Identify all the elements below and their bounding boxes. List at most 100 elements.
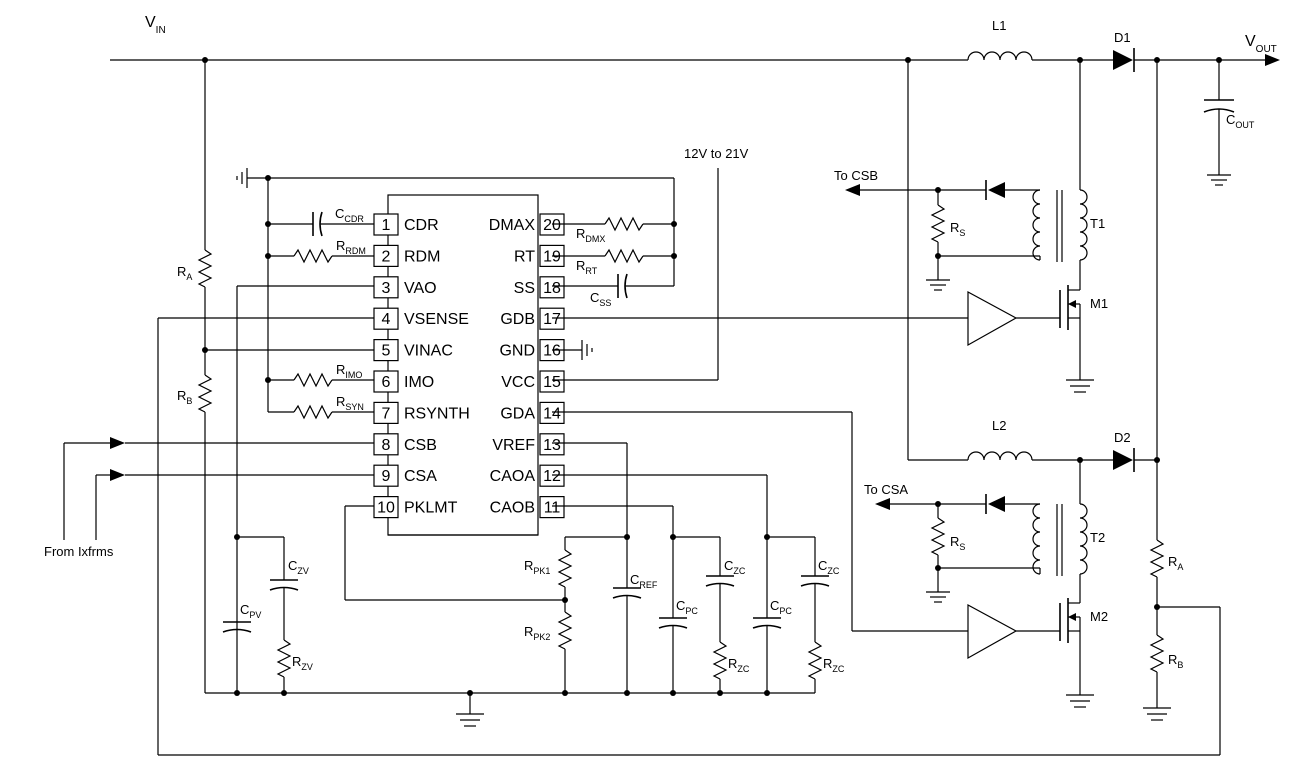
resistor-ra-left: RA xyxy=(177,249,213,375)
svg-text:GDA: GDA xyxy=(500,405,535,422)
svg-text:VCC: VCC xyxy=(501,374,535,391)
capacitor-ccdr: CCDR xyxy=(268,206,374,237)
diode-t1-rect xyxy=(985,180,1005,200)
ground-pin16 xyxy=(552,340,593,360)
svg-text:PKLMT: PKLMT xyxy=(404,500,458,517)
svg-text:CPV: CPV xyxy=(240,602,261,620)
vout-label: VOUT xyxy=(1245,33,1277,55)
svg-text:RT: RT xyxy=(514,248,535,265)
from-ixfrms-label: From Ixfrms xyxy=(44,544,114,559)
svg-text:VREF: VREF xyxy=(492,437,535,454)
svg-text:VSENSE: VSENSE xyxy=(404,311,469,328)
svg-text:CREF: CREF xyxy=(630,572,658,590)
svg-text:RA: RA xyxy=(177,264,192,282)
vin-label: VIN xyxy=(145,14,166,36)
transformer-t1: T1 xyxy=(1032,189,1105,262)
capacitor-cpv: CPV xyxy=(222,602,261,633)
ic-pin-pklmt: 10 PKLMT xyxy=(373,496,458,519)
svg-text:RSYNTH: RSYNTH xyxy=(404,405,470,422)
svg-text:RRDM: RRDM xyxy=(336,238,366,256)
ic-pin-vsense: 4 VSENSE xyxy=(373,307,469,330)
svg-text:SS: SS xyxy=(514,280,535,297)
svg-text:6: 6 xyxy=(382,374,391,391)
ground-top-left xyxy=(236,168,248,188)
supply-label: 12V to 21V xyxy=(684,146,749,161)
mosfet-m2: M2 xyxy=(1059,598,1108,708)
resistor-rb-right: RB xyxy=(1143,634,1183,721)
ic-pin-gda: 14 GDA xyxy=(500,401,565,424)
svg-text:2: 2 xyxy=(382,248,391,265)
capacitor-cpc2: CPC xyxy=(752,598,792,693)
svg-text:RB: RB xyxy=(177,388,192,406)
ic-pin-vcc: 15 VCC xyxy=(501,370,565,393)
resistor-rrt: RRT xyxy=(552,248,674,276)
svg-text:15: 15 xyxy=(543,374,561,391)
svg-text:RIMO: RIMO xyxy=(336,362,362,380)
svg-text:RDMX: RDMX xyxy=(576,226,605,244)
svg-text:VINAC: VINAC xyxy=(404,343,453,360)
svg-text:M1: M1 xyxy=(1090,296,1108,311)
svg-text:M2: M2 xyxy=(1090,609,1108,624)
svg-text:RB: RB xyxy=(1168,652,1183,670)
svg-text:19: 19 xyxy=(543,248,561,265)
svg-text:L2: L2 xyxy=(992,418,1006,433)
svg-text:DMAX: DMAX xyxy=(489,217,536,234)
svg-text:CCDR: CCDR xyxy=(335,206,364,224)
resistor-rb-left: RB xyxy=(177,374,213,693)
svg-text:RA: RA xyxy=(1168,554,1183,572)
resistor-ra-right: RA xyxy=(1149,539,1183,635)
svg-text:RRT: RRT xyxy=(576,258,598,276)
resistor-rs-t1: RS xyxy=(926,190,965,291)
svg-text:CSB: CSB xyxy=(404,437,437,454)
svg-text:IMO: IMO xyxy=(404,374,434,391)
diode-t2-rect xyxy=(985,494,1005,514)
svg-text:10: 10 xyxy=(377,500,395,517)
ic-pin-csa: 9 CSA xyxy=(373,464,437,487)
svg-text:RPK1: RPK1 xyxy=(524,558,550,576)
svg-text:3: 3 xyxy=(382,280,391,297)
ic-pin-caoa: 12 CAOA xyxy=(490,464,565,487)
ic-right-pins: 20DMAX19RT18SS17GDB16GND15VCC14GDA13VREF… xyxy=(489,213,565,519)
to-csa-label: To CSA xyxy=(864,482,908,497)
svg-text:COUT: COUT xyxy=(1226,112,1255,130)
svg-text:RPK2: RPK2 xyxy=(524,624,550,642)
svg-text:T1: T1 xyxy=(1090,216,1105,231)
svg-text:D1: D1 xyxy=(1114,30,1131,45)
svg-text:17: 17 xyxy=(543,311,561,328)
svg-text:14: 14 xyxy=(543,405,561,422)
resistor-rpk2: RPK2 xyxy=(524,611,573,693)
svg-text:CPC: CPC xyxy=(676,598,698,616)
svg-text:RZV: RZV xyxy=(292,654,313,672)
capacitor-czc1: CZC xyxy=(705,537,746,642)
svg-text:CAOB: CAOB xyxy=(490,500,535,517)
resistor-rzc1: RZC xyxy=(712,641,750,693)
svg-text:RS: RS xyxy=(950,220,965,238)
resistor-rimo: RIMO xyxy=(268,362,374,388)
capacitor-cref: CREF xyxy=(612,572,658,693)
svg-text:CAOA: CAOA xyxy=(490,468,536,485)
vin-rail: VIN xyxy=(110,14,968,63)
svg-text:CZC: CZC xyxy=(818,558,840,576)
capacitor-cout: COUT xyxy=(1203,60,1255,186)
svg-text:CPC: CPC xyxy=(770,598,792,616)
svg-text:9: 9 xyxy=(382,468,391,485)
svg-text:D2: D2 xyxy=(1114,430,1131,445)
resistor-rs-t2: RS xyxy=(926,504,965,603)
svg-text:1: 1 xyxy=(382,217,391,234)
resistor-rpk1: RPK1 xyxy=(524,537,573,612)
svg-text:L1: L1 xyxy=(992,18,1006,33)
svg-text:4: 4 xyxy=(382,311,391,328)
svg-text:12: 12 xyxy=(543,468,561,485)
svg-text:16: 16 xyxy=(543,343,561,360)
svg-text:8: 8 xyxy=(382,437,391,454)
svg-text:CSA: CSA xyxy=(404,468,437,485)
